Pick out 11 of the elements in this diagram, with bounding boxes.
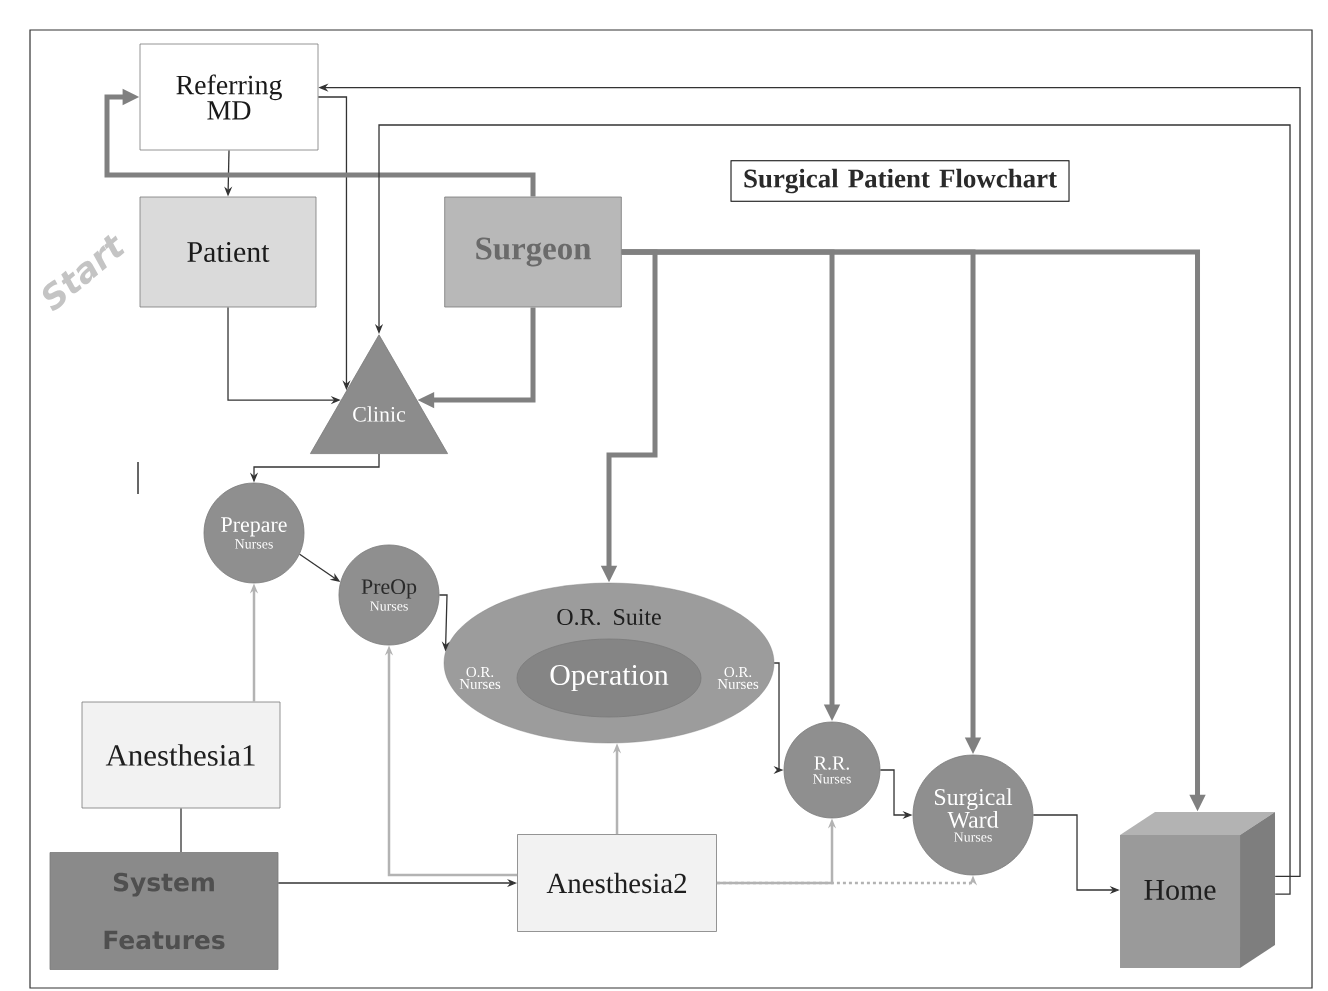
clinic-triangle: Clinic bbox=[310, 334, 448, 454]
process-box: System Features bbox=[49, 852, 279, 970]
process-box: Anesthesia1 bbox=[81, 701, 281, 809]
process-box: Surgeon bbox=[444, 196, 622, 308]
process-box: Anesthesia2 bbox=[517, 834, 717, 932]
home-cube: Home bbox=[1120, 812, 1275, 968]
title-box: Surgical Patient Flowchart bbox=[730, 160, 1070, 202]
arrow bbox=[104, 88, 536, 197]
process-box: Patient bbox=[139, 196, 317, 308]
connector-line bbox=[180, 807, 182, 853]
process-box: Referring MD bbox=[139, 43, 319, 151]
